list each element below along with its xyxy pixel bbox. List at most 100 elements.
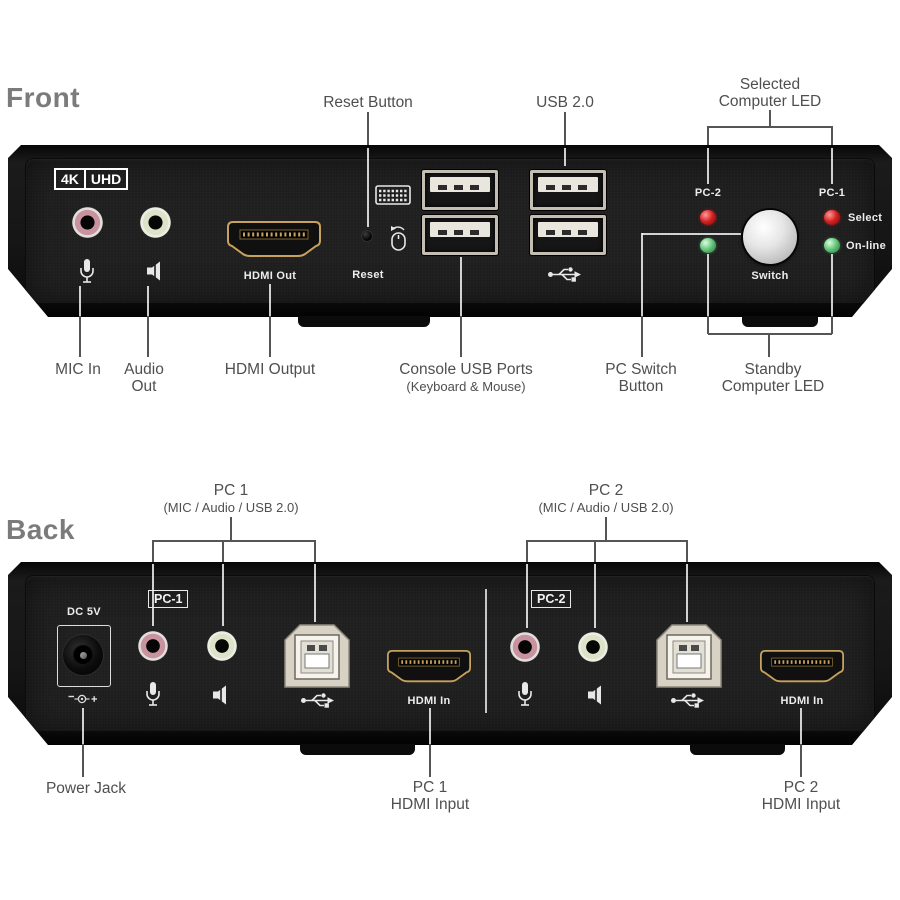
callout-line-pc2-hdmi bbox=[800, 744, 802, 777]
callout-line-selected-pc1-inner bbox=[831, 148, 833, 184]
callout-stem-selected-led bbox=[769, 110, 771, 126]
usb-trident-icon bbox=[301, 693, 334, 708]
callout-line-pc-switch-inner-h bbox=[642, 233, 741, 235]
callout-line-usb20-inner bbox=[564, 148, 566, 166]
callout-line-audio-inner bbox=[147, 286, 149, 316]
4k-uhd-badge: 4K UHD bbox=[54, 168, 129, 190]
callout-line-reset-inner bbox=[367, 148, 369, 227]
callout-label-mic-in: MIC In bbox=[55, 361, 101, 378]
usb20-port-2 bbox=[530, 215, 606, 255]
callout-line-hdmi-output bbox=[269, 316, 271, 357]
callout-line-pc2-mic-inner bbox=[526, 564, 528, 628]
callout-line-pc-switch-inner-v bbox=[641, 233, 643, 316]
pc1-usb-b-port bbox=[284, 624, 350, 688]
usb-contacts bbox=[438, 185, 482, 190]
speaker-icon bbox=[213, 685, 226, 705]
callout-label-pc1-group: PC 1 (MIC / Audio / USB 2.0) bbox=[163, 482, 299, 515]
switch-label: Switch bbox=[751, 270, 789, 282]
dc5v-label: DC 5V bbox=[67, 606, 101, 618]
callout-line-audio-out bbox=[147, 316, 149, 357]
callout-line-standby-pc1-inner bbox=[831, 254, 833, 316]
callout-line-reset-button bbox=[367, 112, 369, 148]
callout-stem-pc2-group bbox=[605, 517, 607, 540]
power-jack-pin bbox=[79, 651, 87, 659]
callout-line-power-inner bbox=[82, 708, 84, 744]
callout-label-pc2-hdmi: PC 2 HDMI Input bbox=[761, 779, 841, 813]
callout-label-pc1-hdmi: PC 1 HDMI Input bbox=[390, 779, 470, 813]
pc1-audio-jack bbox=[207, 631, 237, 661]
callout-label-audio-out: Audio Out bbox=[124, 361, 164, 395]
callout-line-mic-in bbox=[79, 316, 81, 357]
pc1-mic-jack bbox=[138, 631, 168, 661]
callout-line-pc2-audio bbox=[594, 540, 596, 564]
pc1-online-led bbox=[824, 238, 840, 253]
callout-label-standby-led: Standby Computer LED bbox=[721, 361, 825, 395]
callout-label-selected-led: Selected Computer LED bbox=[718, 76, 822, 110]
callout-bracket-selected-led bbox=[708, 126, 832, 128]
usb-tongue bbox=[538, 222, 598, 237]
microphone-icon bbox=[146, 682, 160, 706]
callout-line-pc2-usb-inner bbox=[686, 564, 688, 622]
pc2-usb-b-port bbox=[656, 624, 722, 688]
callout-label-pc2-group: PC 2 (MIC / Audio / USB 2.0) bbox=[538, 482, 674, 515]
power-jack-outline bbox=[57, 625, 111, 687]
callout-line-pc1-hdmi bbox=[429, 744, 431, 777]
pc2-hdmi-in-label: HDMI In bbox=[780, 695, 824, 707]
zone-divider-line bbox=[485, 589, 487, 713]
callout-stem-pc1-group bbox=[230, 517, 232, 540]
callout-label-usb20: USB 2.0 bbox=[536, 94, 594, 111]
pc1-select-led bbox=[824, 210, 840, 225]
mic-in-jack bbox=[72, 207, 103, 238]
callout-label-console-usb: Console USB Ports (Keyboard & Mouse) bbox=[399, 361, 533, 394]
callout-bracket-pc1-group bbox=[153, 540, 315, 542]
hdmi-out-port bbox=[227, 221, 321, 257]
callout-line-power-jack bbox=[82, 744, 84, 777]
callout-line-standby-pc2 bbox=[707, 316, 709, 334]
speaker-icon bbox=[588, 685, 601, 705]
callout-line-pc1-hdmi-inner bbox=[429, 708, 431, 744]
pc2-label: PC-2 bbox=[694, 187, 722, 199]
callout-line-selected-pc2-inner bbox=[707, 148, 709, 184]
callout-line-pc2-hdmi-inner bbox=[800, 708, 802, 744]
select-label: Select bbox=[848, 212, 883, 224]
pc2-select-led bbox=[700, 210, 716, 225]
keyboard-icon bbox=[375, 185, 411, 205]
pc2-zone-box: PC-2 bbox=[531, 590, 572, 608]
pc2-hdmi-in-port bbox=[760, 650, 844, 683]
callout-bracket-standby-led bbox=[708, 333, 832, 335]
usb-tongue bbox=[430, 177, 490, 192]
callout-line-pc2-mic bbox=[526, 540, 528, 564]
callout-line-standby-pc2-inner bbox=[707, 254, 709, 316]
mouse-icon bbox=[391, 226, 406, 251]
callout-line-pc2-audio-inner bbox=[594, 564, 596, 628]
console-usb-port-1 bbox=[422, 170, 498, 210]
callout-line-standby-pc1 bbox=[831, 316, 833, 334]
callout-line-pc-switch bbox=[641, 316, 643, 357]
usb-trident-icon bbox=[671, 693, 704, 708]
callout-line-pc1-audio-inner bbox=[222, 564, 224, 626]
reset-pinhole-button bbox=[361, 230, 373, 242]
device-foot bbox=[298, 316, 430, 327]
callout-label-hdmi-output: HDMI Output bbox=[224, 361, 316, 378]
pc1-label: PC-1 bbox=[818, 187, 846, 199]
pc-switch-button bbox=[743, 210, 797, 264]
usb20-port-1 bbox=[530, 170, 606, 210]
usb-tongue bbox=[538, 177, 598, 192]
microphone-icon bbox=[518, 682, 532, 706]
back-heading: Back bbox=[6, 514, 75, 545]
callout-line-hdmi-out-inner bbox=[269, 284, 271, 316]
callout-line-pc1-usb bbox=[314, 540, 316, 564]
hdmi-out-label: HDMI Out bbox=[243, 270, 297, 282]
usb-contacts bbox=[438, 230, 482, 235]
callout-line-console-usb-inner bbox=[460, 257, 462, 316]
audio-out-jack bbox=[140, 207, 171, 238]
callout-label-pc-switch: PC Switch Button bbox=[605, 361, 677, 395]
callout-line-console-usb bbox=[460, 316, 462, 357]
callout-line-pc1-usb-inner bbox=[314, 564, 316, 622]
usb-tongue bbox=[430, 222, 490, 237]
online-label: On-line bbox=[846, 240, 886, 252]
callout-line-selected-led-pc1 bbox=[831, 126, 833, 148]
pc2-mic-jack bbox=[510, 632, 540, 662]
callout-stem-standby-led bbox=[768, 334, 770, 357]
